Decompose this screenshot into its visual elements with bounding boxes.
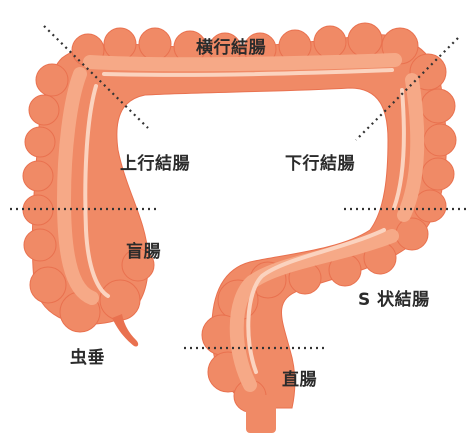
appendix-shape	[112, 314, 139, 347]
boundary-transverse-descending	[355, 37, 459, 141]
label-descending-colon: 下行結腸	[285, 154, 355, 174]
label-appendix: 虫垂	[70, 348, 105, 368]
label-ascending-colon: 上行結腸	[120, 154, 190, 174]
rectum-tail	[246, 395, 276, 433]
label-cecum: 盲腸	[126, 242, 161, 262]
colon-inner-band	[56, 53, 425, 392]
label-sigmoid-colon: S 状結腸	[358, 290, 430, 310]
boundary-ascending-transverse	[43, 25, 149, 129]
label-rectum: 直腸	[282, 370, 317, 390]
colon-highlight-line	[83, 68, 406, 374]
boundary-lines	[10, 25, 470, 350]
label-transverse-colon: 横行結腸	[196, 38, 266, 58]
